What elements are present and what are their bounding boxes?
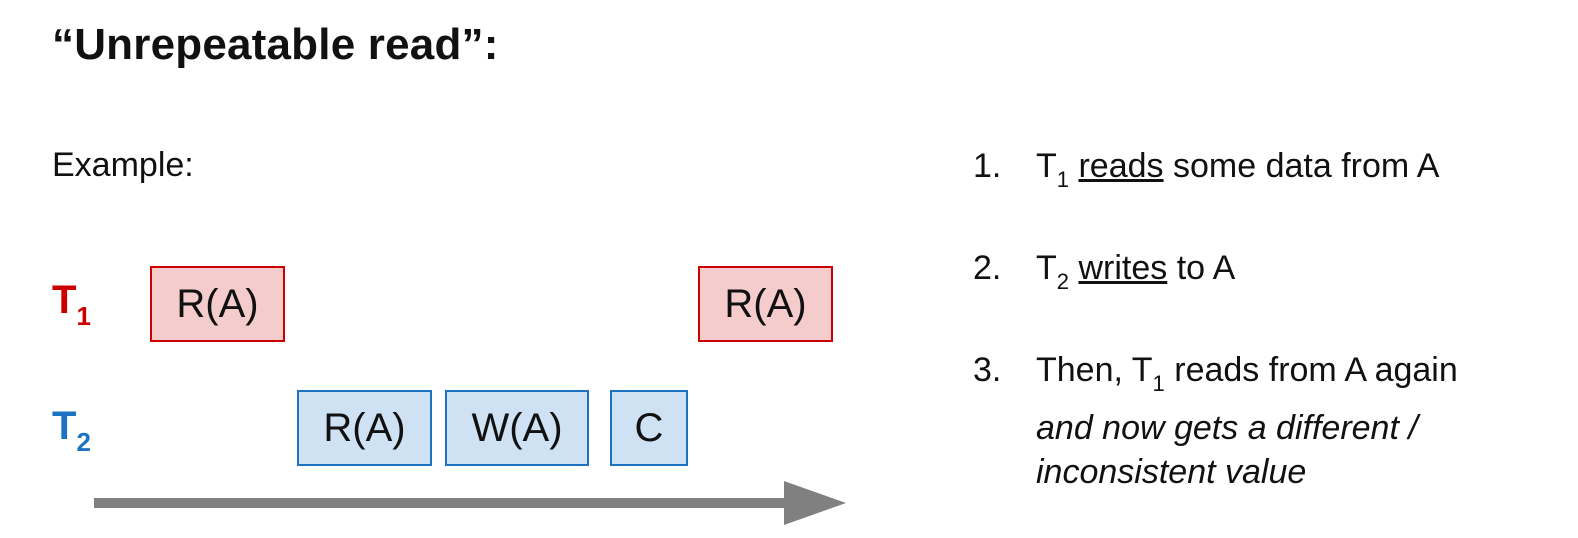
slide-title: “Unrepeatable read”:	[52, 20, 499, 69]
step-1-verb: reads	[1078, 147, 1164, 185]
t2-commit-op: C	[610, 390, 688, 466]
t1-letter: T	[52, 278, 77, 322]
timeline-arrowhead	[784, 481, 846, 525]
step-1-subject: T	[1036, 147, 1057, 185]
step-1-number: 1.	[973, 147, 1002, 185]
step-1: 1. T1 reads some data from A	[973, 144, 1563, 202]
step-3-subscript: 1	[1152, 371, 1165, 396]
step-3-rest: reads from A again	[1174, 351, 1458, 389]
step-3: 3. Then, T1 reads from A again and now g…	[973, 348, 1563, 494]
step-2-number: 2.	[973, 249, 1002, 287]
step-2-verb: writes	[1078, 249, 1168, 287]
step-2-rest: to A	[1176, 249, 1236, 287]
timeline-arrow	[94, 481, 846, 525]
t1-reread-a-op: R(A)	[698, 266, 833, 342]
step-2-subscript: 2	[1056, 269, 1070, 294]
t2-read-a-op: R(A)	[297, 390, 432, 466]
step-2-subject: T	[1036, 249, 1057, 287]
t2-letter: T	[52, 404, 77, 448]
t1-subscript: 1	[76, 301, 91, 331]
step-2: 2. T2 writes to A	[973, 246, 1563, 304]
example-label: Example:	[52, 146, 194, 184]
step-1-subscript: 1	[1056, 167, 1070, 192]
timeline-shaft	[94, 498, 789, 508]
step-3-number: 3.	[973, 351, 1002, 389]
step-1-rest: some data from A	[1173, 147, 1440, 185]
transaction-t1-label: T1	[52, 278, 91, 332]
transaction-t2-label: T2	[52, 404, 91, 458]
step-3-italic-note: and now gets a different / inconsistent …	[1036, 409, 1418, 491]
t1-read-a-op: R(A)	[150, 266, 285, 342]
step-3-prefix: Then, T	[1036, 351, 1153, 389]
t2-subscript: 2	[76, 427, 91, 457]
t2-write-a-op: W(A)	[445, 390, 589, 466]
steps-list: 1. T1 reads some data from A 2. T2 write…	[973, 144, 1563, 538]
